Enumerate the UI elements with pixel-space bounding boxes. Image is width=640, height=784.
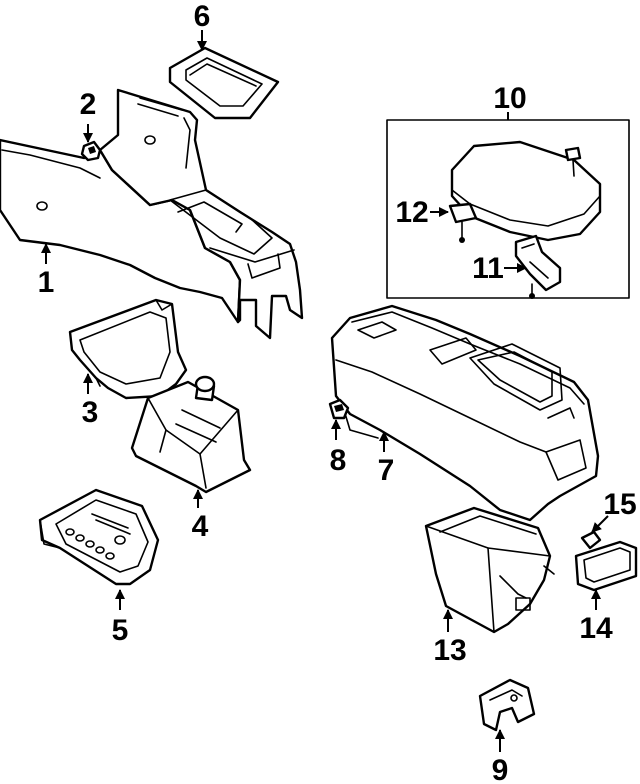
part-8-clip [328,398,350,420]
callout-1: 1 [38,266,55,299]
part-4-shift-boot [130,375,252,494]
callout-13: 13 [433,634,466,667]
callout-9: 9 [492,754,509,784]
callout-11: 11 [472,252,504,285]
callout-2: 2 [80,88,97,121]
part-14-coin-pocket [574,540,638,592]
callout-10: 10 [493,82,526,115]
part-9-bracket [478,678,536,732]
callout-5: 5 [112,614,129,647]
callout-8: 8 [330,444,347,477]
part-5-shift-indicator [38,488,160,586]
part-1-front-console [0,88,304,340]
callout-14: 14 [579,612,613,645]
leader-lines [41,30,609,752]
part-11-hinge-bracket [514,234,562,299]
callout-6: 6 [194,0,211,33]
part-13-storage-bin [424,506,555,634]
callout-3: 3 [82,396,99,429]
armrest-screw [564,146,582,177]
part-15-clip [580,530,602,550]
part-12-latch-bracket [448,202,478,243]
callout-15: 15 [603,488,636,521]
part-6-shift-trim-ring [168,46,280,120]
callout-4: 4 [192,510,209,543]
callout-7: 7 [378,454,395,487]
part-2-clip [80,140,102,162]
callout-12: 12 [395,196,428,229]
part-7-rear-console [330,304,600,522]
